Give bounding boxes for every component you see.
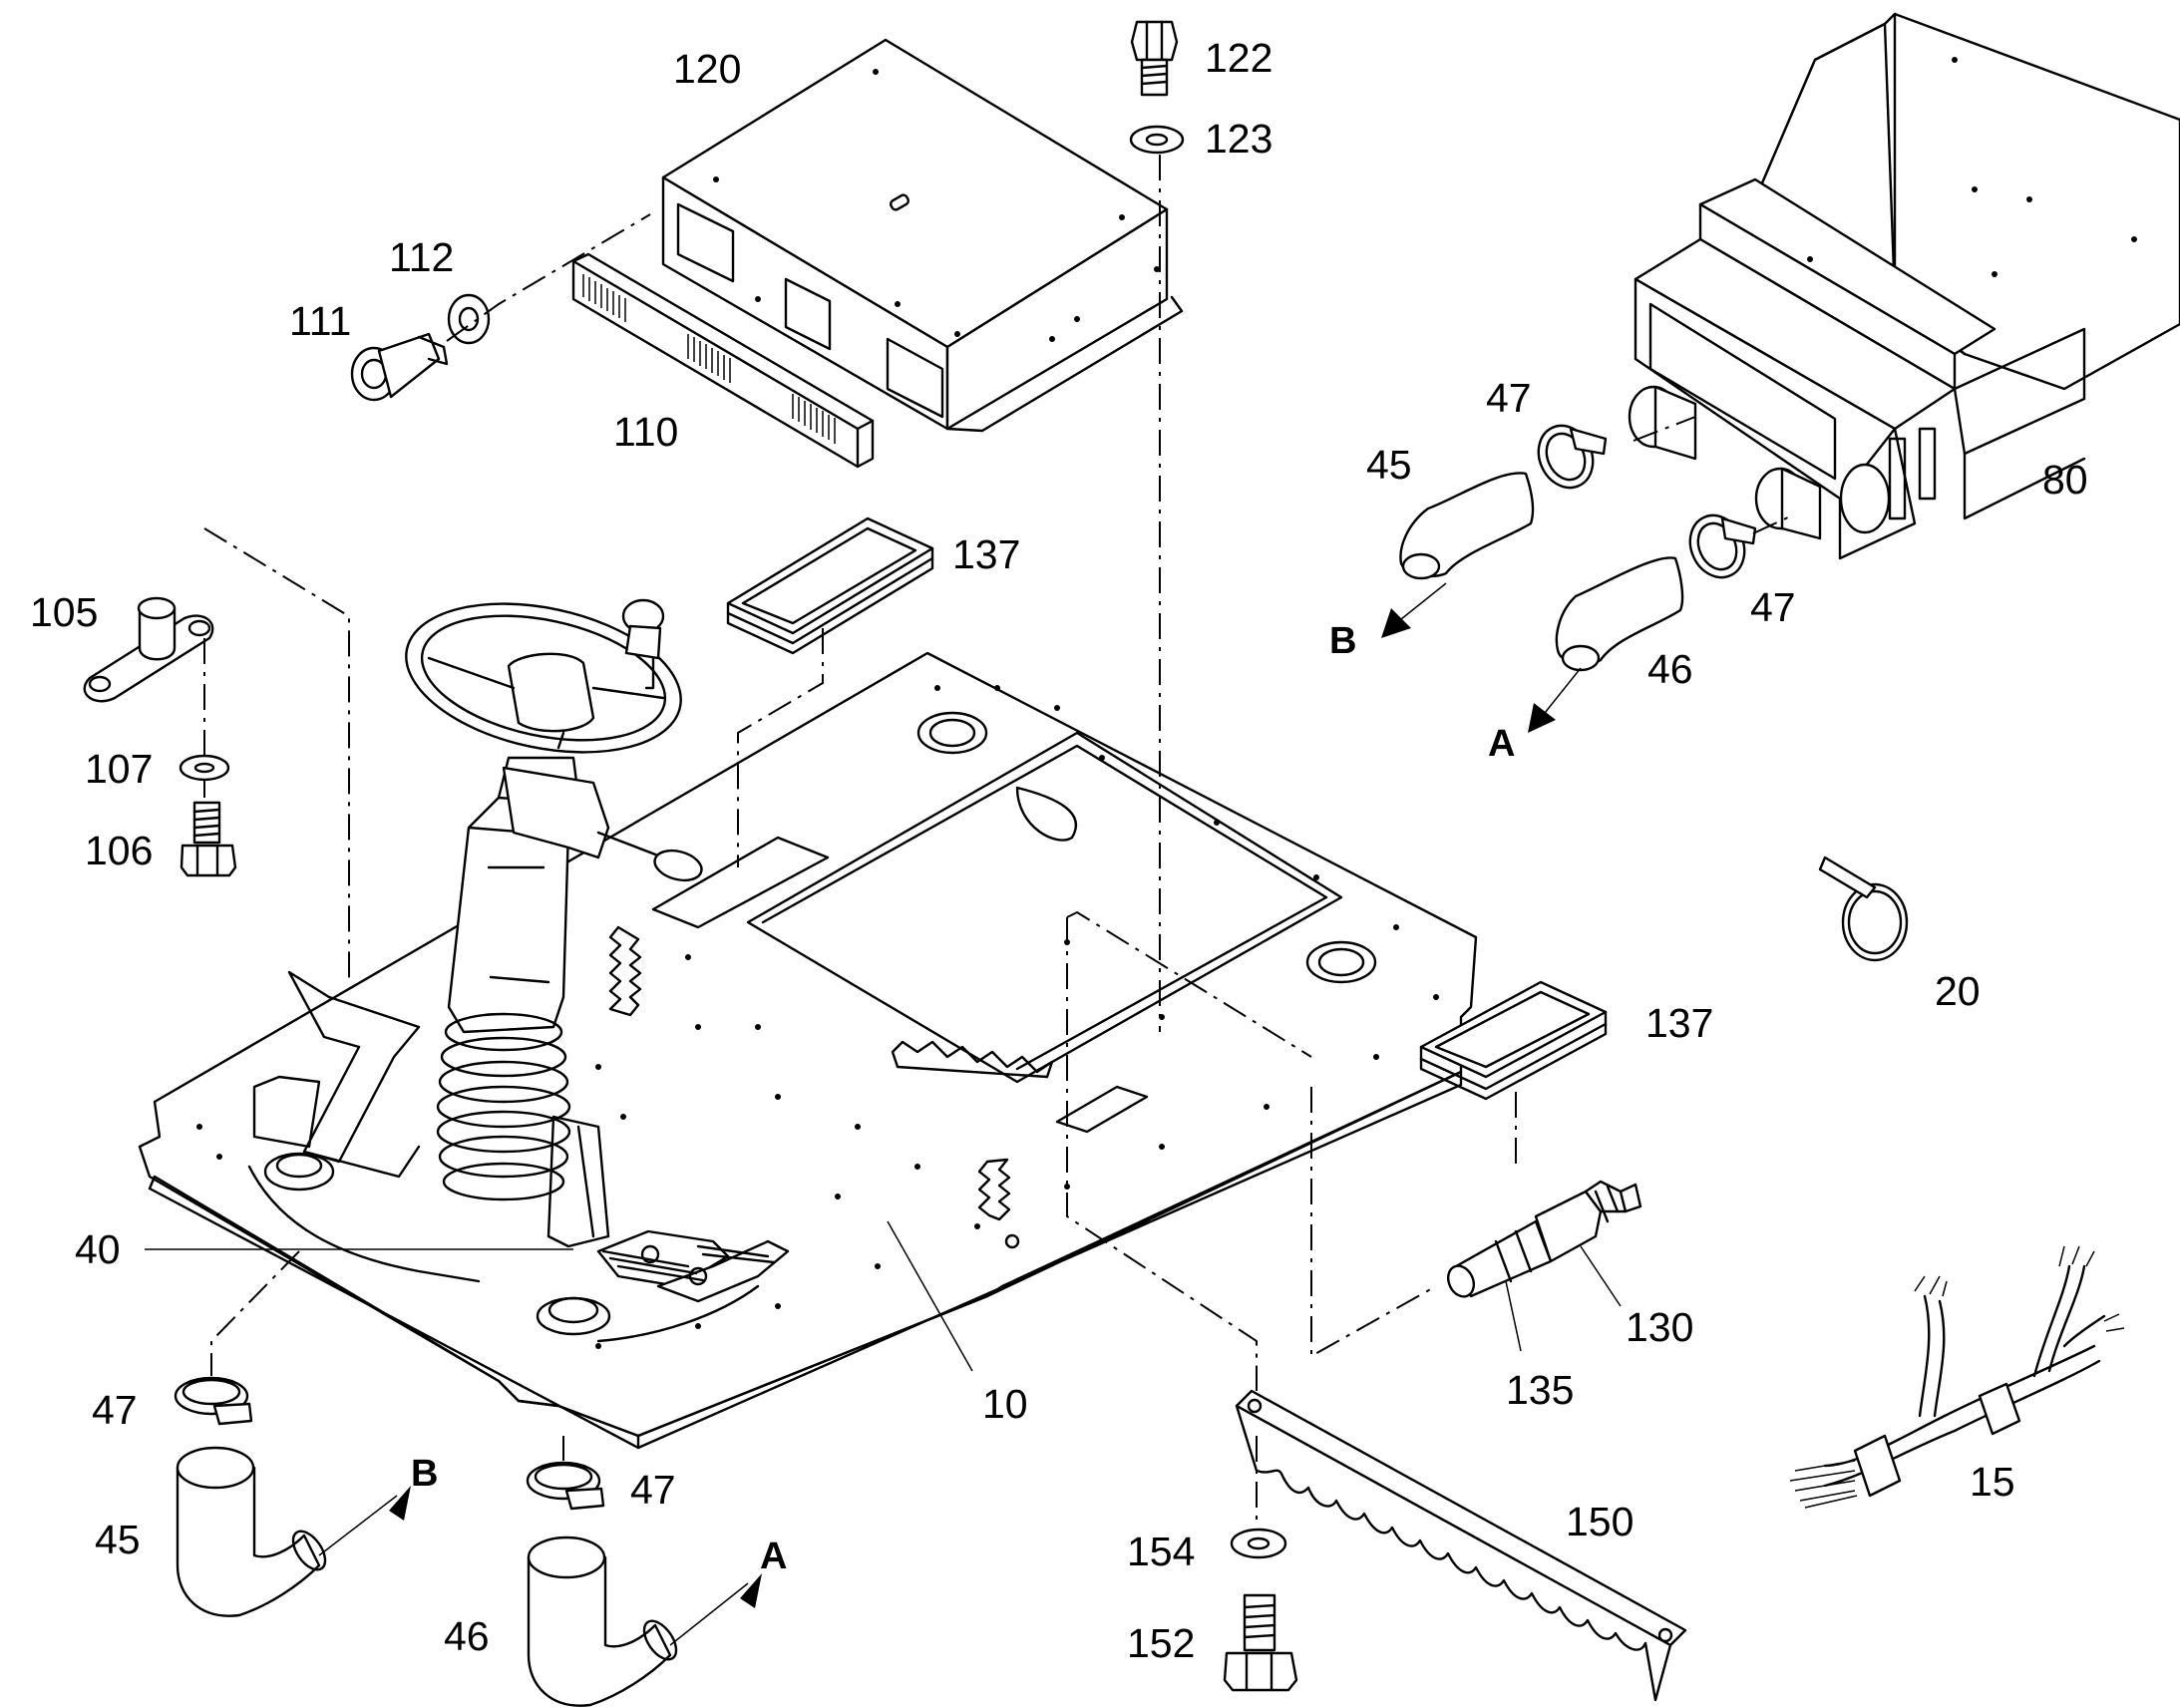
callout-137-right: 137: [1645, 1000, 1713, 1046]
cover-part-120: [661, 38, 1184, 433]
heater-blower-unit-part-80: [1628, 12, 2180, 560]
fitting-part-130: [1534, 1180, 1642, 1263]
washer-part-112: [447, 293, 491, 345]
fitting-part-135: [1446, 1219, 1553, 1298]
letter-B-top: B: [1329, 620, 1356, 662]
callout-137-top: 137: [952, 531, 1020, 577]
connection-arrows: [318, 582, 1582, 1646]
callout-120: 120: [673, 46, 741, 92]
assembly-lines: [203, 155, 1791, 1526]
leader-lines: [145, 1220, 1622, 1372]
callout-122: 122: [1205, 35, 1272, 81]
bracket-part-105: [83, 596, 214, 703]
cable-tie-part-20: [1818, 855, 1909, 962]
washer-part-107: [179, 754, 230, 782]
hose-part-45-top: [1399, 472, 1535, 580]
letter-A-bottom: A: [760, 1536, 787, 1577]
hose-part-46-top: [1555, 556, 1684, 672]
part-callouts: 122 120 123 112 111 110 47 45 80 137 105…: [30, 35, 2088, 1666]
callout-47-bottom-center: 47: [630, 1467, 676, 1513]
callout-110: 110: [613, 409, 678, 455]
callout-150: 150: [1566, 1499, 1634, 1544]
bolt-part-111: [350, 332, 449, 402]
callout-80: 80: [2042, 457, 2088, 503]
callout-47-top-1: 47: [1486, 375, 1532, 421]
callout-20: 20: [1935, 968, 1981, 1014]
toothed-rail-part-150: [1235, 1389, 1687, 1702]
callout-130: 130: [1626, 1304, 1693, 1350]
cable-harness-part-15: [1789, 1245, 2125, 1509]
washer-part-154: [1230, 1528, 1287, 1559]
callout-40: 40: [75, 1226, 121, 1272]
hose-clamp-part-47-bottom-left: [174, 1376, 253, 1426]
letter-B-bottom: B: [411, 1453, 438, 1495]
tray-part-137-right: [1419, 980, 1608, 1101]
base-plate-part-10: [138, 651, 1478, 1450]
callout-45-top: 45: [1366, 442, 1412, 488]
bolt-part-152: [1223, 1593, 1298, 1692]
hose-clamp-part-47-top-1: [1537, 424, 1608, 490]
hose-part-46-bottom: [527, 1536, 678, 1707]
hose-clamp-part-47-bottom-center: [526, 1461, 605, 1511]
callout-123: 123: [1205, 116, 1272, 162]
callout-47-bottom-left: 47: [92, 1387, 138, 1433]
bolt-part-122: [1130, 20, 1179, 97]
callout-46-top: 46: [1647, 646, 1693, 692]
callout-154: 154: [1127, 1529, 1195, 1574]
callout-46-bottom: 46: [444, 1613, 490, 1659]
steering-column-assembly-part-40: [247, 598, 790, 1343]
callout-111: 111: [289, 298, 351, 344]
callout-47-top-2: 47: [1750, 584, 1796, 630]
connection-letters: B A B A: [411, 620, 1515, 1577]
hose-part-45-bottom: [176, 1446, 327, 1617]
callout-135: 135: [1506, 1367, 1574, 1413]
bolt-part-106: [180, 801, 237, 877]
callout-15: 15: [1970, 1459, 2015, 1505]
washer-part-123: [1129, 125, 1185, 155]
callout-105: 105: [30, 589, 98, 635]
callout-152: 152: [1127, 1620, 1195, 1666]
letter-A-top: A: [1488, 723, 1515, 765]
grille-panel-part-110: [571, 252, 875, 469]
callout-10: 10: [982, 1381, 1028, 1427]
callout-45-bottom: 45: [95, 1517, 141, 1562]
callout-107: 107: [85, 746, 153, 792]
callout-112: 112: [389, 234, 454, 280]
callout-106: 106: [85, 828, 153, 873]
hose-clamp-part-47-top-2: [1688, 513, 1757, 579]
tray-part-137-top: [726, 516, 934, 655]
